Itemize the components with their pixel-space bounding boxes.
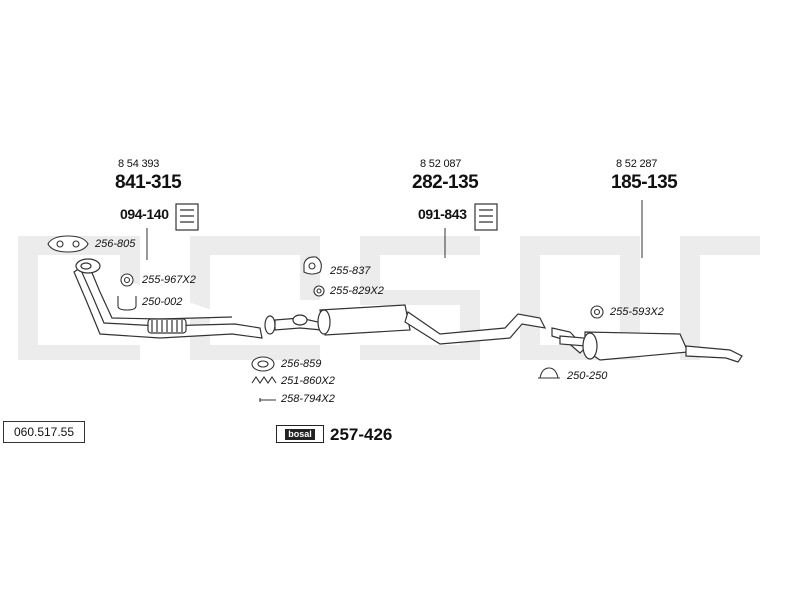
kit-number: 257-426 (330, 425, 393, 444)
part-number: 841-315 (115, 172, 182, 193)
part-number: 282-135 (412, 172, 479, 193)
gasket-icon (47, 235, 89, 253)
clamp-icon (539, 367, 559, 379)
part-number: 185-135 (611, 172, 678, 193)
logo-text: bosal (285, 428, 315, 440)
accessory-label: 250-002 (142, 296, 183, 308)
accessory-label: 258-794X2 (281, 393, 335, 405)
accessory-label: 255-593X2 (610, 306, 664, 318)
oem-number: 8 54 393 (118, 158, 160, 170)
accessory-label: 256-805 (95, 238, 136, 250)
bosal-logo: bosal (276, 425, 324, 443)
middle-pipe (264, 304, 547, 345)
leader-lines (146, 200, 643, 260)
u-clamp-icon (117, 296, 137, 311)
accessory-label: 251-860X2 (281, 375, 335, 387)
oem-number: 8 52 287 (616, 158, 658, 170)
oem-number: 8 52 087 (420, 158, 462, 170)
accessory-icons (47, 235, 604, 402)
accessory-label: 255-967X2 (142, 274, 196, 286)
bracket-icons (175, 203, 498, 231)
accessory-label: 256-859 (281, 358, 322, 370)
catalog-code: 060.517.55 (3, 421, 85, 443)
clamp-number: 091-843 (418, 206, 467, 222)
accessory-label: 255-837 (330, 265, 371, 277)
rear-pipe (551, 327, 743, 363)
accessory-label: 250-250 (567, 370, 608, 382)
accessory-label: 255-829X2 (330, 285, 384, 297)
bolt-icon (259, 398, 276, 402)
spring-icon (251, 376, 277, 384)
clamp-number: 094-140 (120, 206, 169, 222)
